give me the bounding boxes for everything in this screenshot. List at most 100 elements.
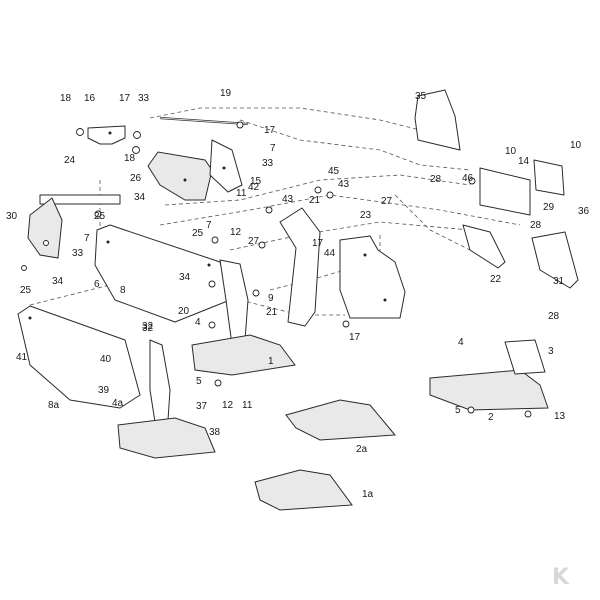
part-8-mouldboard [94, 224, 231, 323]
part-44-post [279, 207, 321, 327]
part-1a-share [254, 469, 353, 511]
brand-logo: K [552, 565, 570, 590]
assembly-dashed-lines [29, 107, 521, 316]
callout-label: 18 [60, 93, 72, 104]
part-19-rod [159, 116, 249, 126]
callout-label: 4a [112, 398, 124, 409]
part-26-blade [147, 151, 213, 201]
callout-label: 10 [570, 140, 582, 151]
callout-label: 7 [206, 220, 212, 231]
callout-label: 30 [6, 211, 18, 222]
callout-label: 37 [196, 401, 208, 412]
callout-label: 17 [349, 332, 361, 343]
callout-label: 5 [196, 376, 202, 387]
callout-label: 34 [52, 276, 64, 287]
callout-label: 44 [324, 248, 336, 259]
part-23-shin [339, 235, 406, 319]
callout-label: 5 [455, 405, 461, 416]
callout-label: 15 [250, 176, 262, 187]
callout-label: 4 [195, 317, 201, 328]
callout-label: 22 [490, 274, 502, 285]
part-37-frog [149, 339, 171, 423]
part-8a-mouldboard [17, 305, 141, 409]
part-35-bracket [414, 89, 461, 151]
callout-label: 39 [98, 385, 110, 396]
callout-label: 36 [578, 206, 590, 217]
callout-label: 10 [505, 146, 517, 157]
part-1-share [191, 334, 296, 376]
part-14-plate [533, 159, 565, 196]
callout-label: 24 [64, 155, 76, 166]
callout-label: 3 [548, 346, 554, 357]
callout-label: 11 [242, 400, 253, 411]
callout-label: 27 [381, 196, 393, 207]
callout-label: 11 [236, 188, 247, 199]
part-2a-share [285, 399, 397, 441]
callout-label: 26 [130, 173, 142, 184]
callout-label: 17 [119, 93, 131, 104]
callout-label: 29 [543, 202, 555, 213]
logo-mark: K [552, 565, 570, 590]
callout-label: 28 [548, 311, 560, 322]
part-22-bracket [462, 224, 506, 269]
part-30-disc [27, 197, 63, 259]
callout-label: 8a [48, 400, 60, 411]
callout-label: 2a [356, 444, 368, 455]
part-2-share [429, 369, 549, 411]
callout-label: 32 [142, 321, 154, 332]
part-24-beam [39, 194, 121, 205]
fastener-bolts [21, 121, 532, 418]
callout-label: 14 [518, 156, 530, 167]
callout-label: 43 [282, 194, 294, 205]
callout-label: 6 [94, 279, 100, 290]
callout-label: 1 [268, 356, 274, 367]
callout-label: 12 [230, 227, 242, 238]
callout-label: 7 [84, 233, 90, 244]
callout-label: 25 [192, 228, 204, 239]
callout-label: 34 [179, 272, 191, 283]
callout-label: 12 [222, 400, 234, 411]
callout-label: 8 [120, 285, 126, 296]
callout-label: 46 [462, 173, 474, 184]
part-15-plate [209, 139, 243, 193]
callout-label: 42 [248, 182, 260, 193]
callout-label: 38 [209, 427, 221, 438]
callout-label: 31 [553, 276, 565, 287]
callout-label: 34 [134, 192, 146, 203]
callout-label: 25 [20, 285, 32, 296]
callout-label: 4 [458, 337, 464, 348]
callout-label: 17 [264, 125, 276, 136]
callout-label: 33 [72, 248, 84, 259]
callout-label: 13 [554, 411, 566, 422]
callout-label: 43 [338, 179, 350, 190]
callout-label: 19 [220, 88, 232, 99]
callout-label: 17 [312, 238, 324, 249]
callout-label: 33 [262, 158, 274, 169]
part-3-plate [504, 339, 546, 375]
callout-label: 16 [84, 93, 96, 104]
callout-label: 32 [142, 323, 154, 334]
callout-label: 21 [266, 307, 278, 318]
callout-label: 35 [415, 91, 427, 102]
callout-label: 45 [328, 166, 340, 177]
callout-label: 28 [430, 174, 442, 185]
callout-label: 20 [178, 306, 190, 317]
callout-label: 41 [16, 352, 28, 363]
part-38-share [117, 417, 216, 459]
callout-label: 1a [362, 489, 374, 500]
callout-label: 18 [124, 153, 136, 164]
callout-label: 2 [488, 412, 494, 423]
callout-label: 28 [530, 220, 542, 231]
callout-label: 33 [138, 93, 150, 104]
callout-label: 23 [360, 210, 372, 221]
callout-label: 7 [270, 143, 276, 154]
callout-label: 21 [309, 195, 321, 206]
callout-label: 27 [248, 236, 260, 247]
callout-label: 40 [100, 354, 112, 365]
callout-label: 9 [268, 293, 274, 304]
callout-label: 25 [94, 211, 106, 222]
part-29-plate [479, 167, 531, 216]
part-16-bracket [76, 125, 141, 145]
